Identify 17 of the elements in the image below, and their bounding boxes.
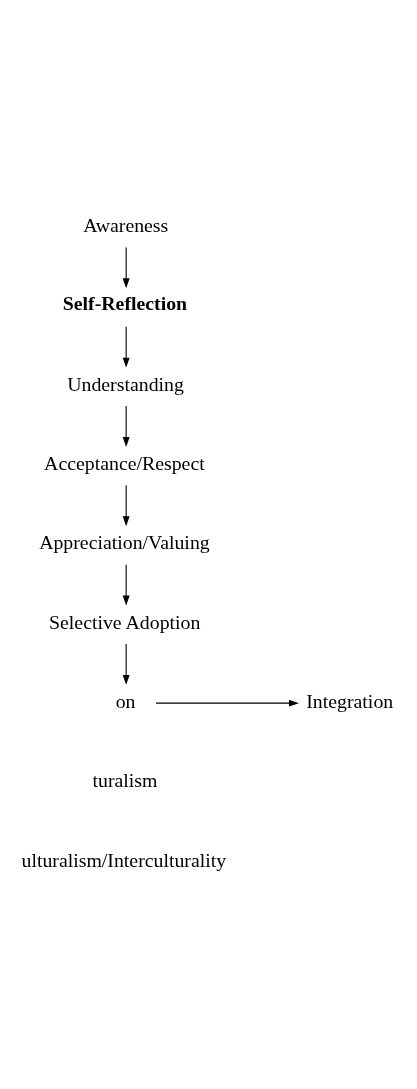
arrow bbox=[122, 484, 130, 527]
node-text: Appreciation/Valuing bbox=[39, 531, 210, 554]
node-text: Awareness bbox=[83, 214, 169, 237]
arrow bbox=[155, 699, 299, 707]
label: turalism bbox=[92, 769, 158, 792]
node-text: Selective Adoption bbox=[49, 610, 201, 633]
arrow bbox=[122, 326, 130, 368]
node-text: Understanding bbox=[67, 372, 184, 395]
arrow bbox=[122, 246, 130, 289]
label: ulturalism/Interculturality bbox=[21, 848, 227, 871]
node-text: on bbox=[115, 689, 136, 712]
node-text: Acceptance/Respect bbox=[44, 452, 205, 475]
arrow bbox=[122, 564, 130, 606]
arrow bbox=[122, 643, 130, 685]
node-text: Integration bbox=[306, 689, 394, 712]
arrow bbox=[122, 405, 130, 447]
node-text: Self-Reflection bbox=[62, 292, 188, 315]
